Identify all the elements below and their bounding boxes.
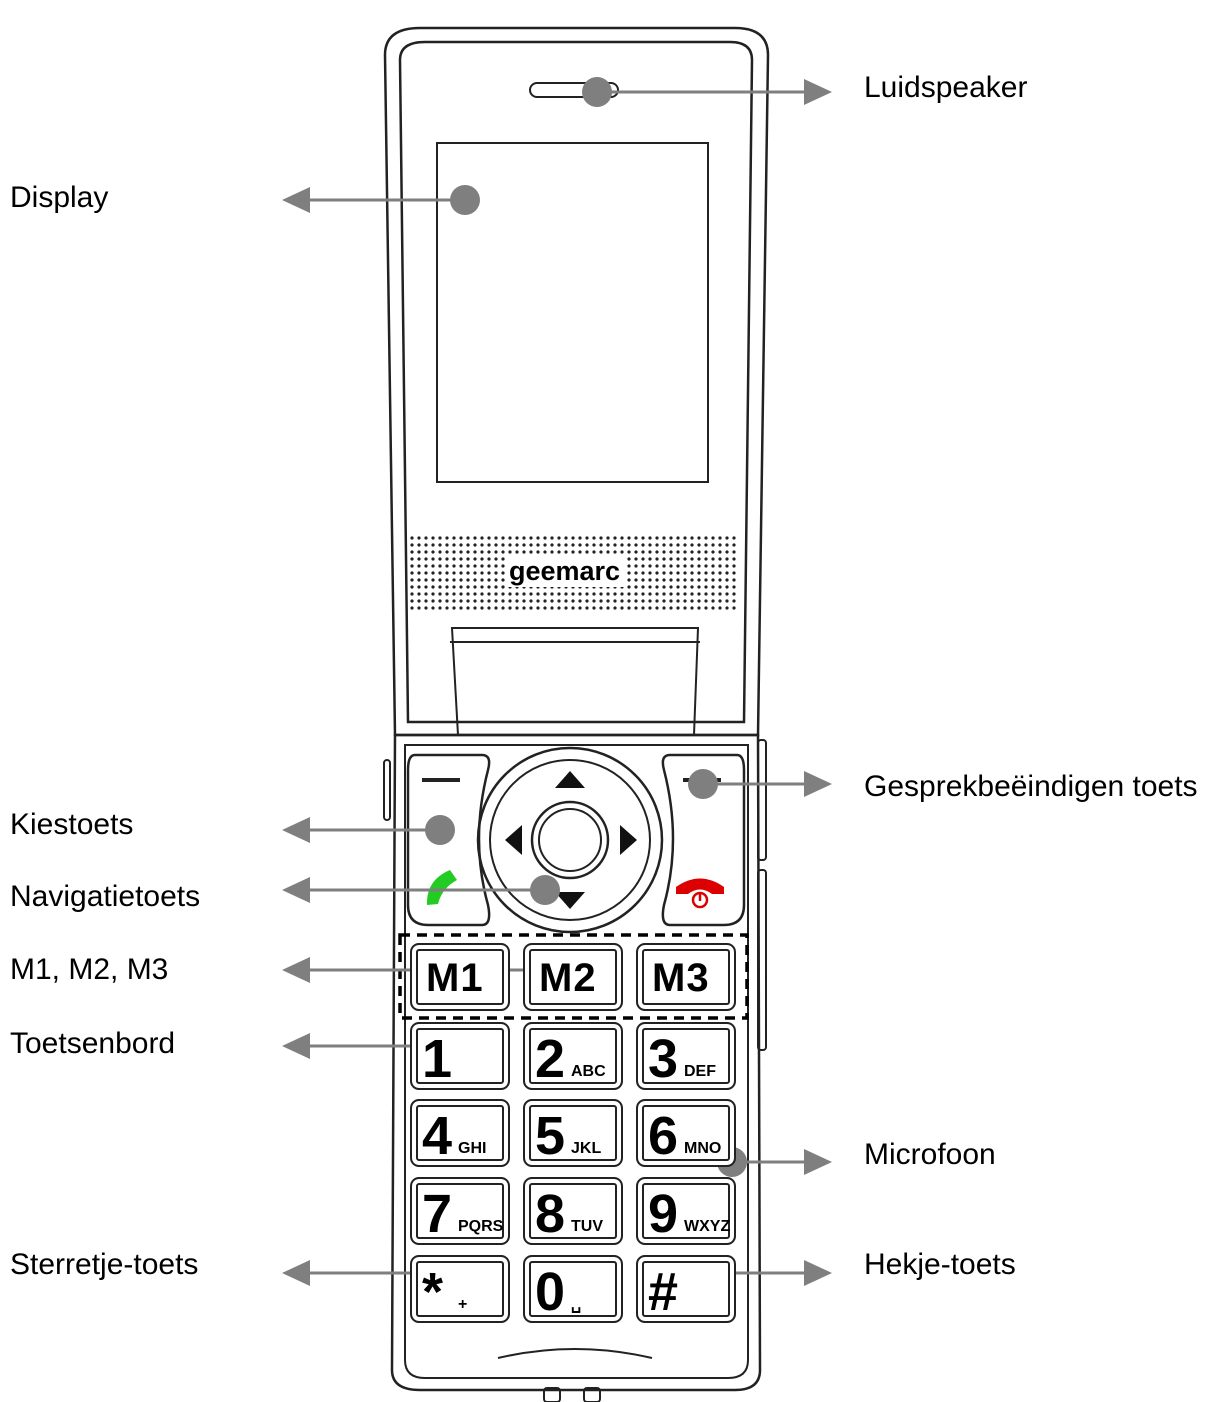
- nav-right-arrow: [620, 825, 637, 855]
- key-1[interactable]: 1: [410, 1022, 510, 1090]
- key-5-digit: 5: [535, 1106, 566, 1166]
- m1-key-label: M1: [426, 956, 484, 1000]
- label-speaker: Luidspeaker: [864, 71, 1028, 104]
- pointer-display: [282, 185, 480, 215]
- right-soft-key: [661, 753, 746, 927]
- flip-housing-outer: [383, 26, 770, 737]
- key-0-digit: 0: [535, 1262, 566, 1322]
- memory-keys-dashed-box: [398, 933, 749, 1020]
- label-call-key: Kiestoets: [10, 808, 134, 841]
- label-microphone: Microfoon: [864, 1138, 996, 1171]
- key-4-digit: 4: [422, 1106, 453, 1166]
- earpiece-slot: [529, 82, 619, 98]
- m2-key-label: M2: [539, 956, 597, 1000]
- nav-ring-outer: [476, 746, 664, 934]
- key-4-letters: GHI: [458, 1140, 487, 1157]
- m2-key[interactable]: M2: [523, 943, 623, 1011]
- label-end-call-key: Gesprekbeëindigen toets: [864, 770, 1198, 803]
- key-star-digit: *: [422, 1262, 444, 1322]
- key-2-digit: 2: [535, 1029, 566, 1089]
- flip-housing-inner: [398, 40, 754, 724]
- key-7-digit: 7: [422, 1184, 453, 1244]
- lower-body: [390, 733, 762, 1392]
- label-star-key: Sterretje-toets: [10, 1248, 199, 1281]
- nav-center-button: [530, 800, 610, 880]
- key-9-digit: 9: [648, 1184, 679, 1244]
- key-star-letters: +: [458, 1296, 468, 1313]
- nav-up-arrow: [555, 771, 585, 788]
- brand-logo: geemarc: [505, 556, 625, 587]
- end-call-red-icon: [676, 878, 724, 909]
- key-8-letters: TUV: [571, 1218, 603, 1235]
- key-6-digit: 6: [648, 1106, 679, 1166]
- pointer-call-key: [282, 815, 455, 845]
- pointer-end-call-key: [688, 769, 832, 799]
- label-memory-keys: M1, M2, M3: [10, 953, 169, 986]
- key-star[interactable]: *+: [410, 1255, 510, 1323]
- key-7-letters: PQRS: [458, 1218, 504, 1235]
- key-2-letters: ABC: [571, 1063, 606, 1080]
- key-8-digit: 8: [535, 1184, 566, 1244]
- key-0-letters: ␣: [571, 1296, 582, 1313]
- nav-left-arrow: [505, 825, 522, 855]
- label-hash-key: Hekje-toets: [864, 1248, 1016, 1281]
- key-hash-digit: #: [648, 1262, 679, 1322]
- nav-down-arrow: [555, 892, 585, 909]
- pointer-nav-key: [282, 875, 560, 905]
- key-6-letters: MNO: [684, 1140, 722, 1157]
- display-screen: [436, 142, 709, 483]
- key-hash[interactable]: #: [636, 1255, 736, 1323]
- left-soft-key: [406, 753, 491, 927]
- key-1-digit: 1: [422, 1029, 453, 1089]
- call-green-icon: [426, 870, 457, 905]
- pointer-speaker: [582, 77, 832, 107]
- key-5-letters: JKL: [571, 1140, 602, 1157]
- key-0[interactable]: 0␣: [523, 1255, 623, 1323]
- key-3-digit: 3: [648, 1029, 679, 1089]
- m3-key[interactable]: M3: [636, 943, 736, 1011]
- m3-key-label: M3: [652, 956, 710, 1000]
- key-9-letters: WXYZ: [684, 1218, 731, 1235]
- label-keypad: Toetsenbord: [10, 1027, 176, 1060]
- label-display: Display: [10, 181, 109, 214]
- key-3-letters: DEF: [684, 1063, 716, 1080]
- label-nav-key: Navigatietoets: [10, 880, 201, 913]
- m1-key[interactable]: M1: [410, 943, 510, 1011]
- hinge: [450, 627, 700, 736]
